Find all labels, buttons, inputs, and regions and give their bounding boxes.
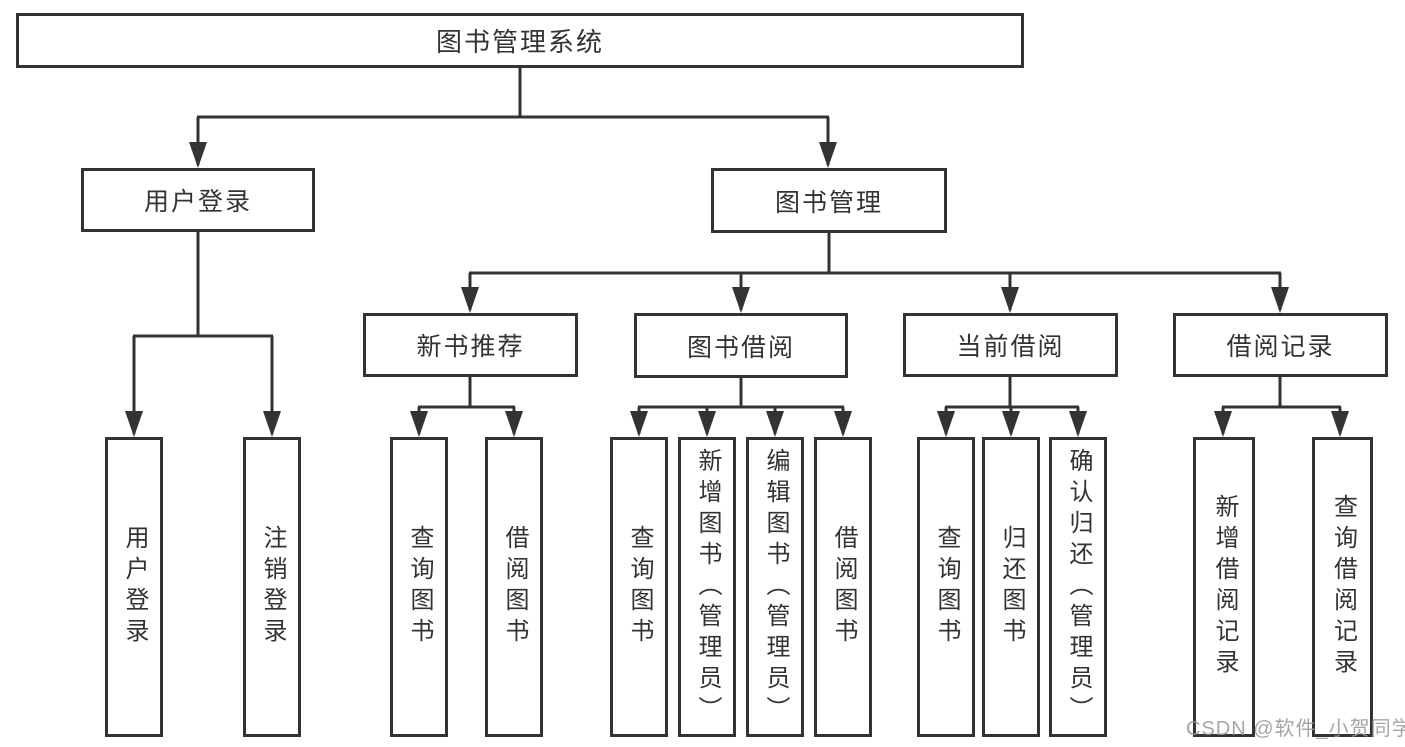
node-label: 新增借阅记录 — [1211, 494, 1238, 680]
node-label: 图书管理 — [774, 188, 883, 217]
node-label: 借阅图书 — [830, 525, 857, 649]
leaf-add-borrow-record: 新增借阅记录 — [1193, 437, 1255, 737]
leaf-user-login: 用户登录 — [105, 437, 163, 737]
leaf-query-books-recommend: 查询图书 — [390, 437, 448, 737]
connector-records-to-leaves — [1221, 377, 1342, 434]
node-label: 查询图书 — [626, 525, 653, 649]
node-label: 确认归还（管理员） — [1065, 447, 1092, 727]
leaf-confirm-return-admin: 确认归还（管理员） — [1049, 437, 1107, 737]
node-label: 新增图书（管理员） — [694, 447, 721, 727]
node-book-management-branch: 图书管理 — [711, 168, 947, 233]
node-label: 归还图书 — [998, 525, 1025, 649]
node-book-borrowing: 图书借阅 — [634, 313, 848, 378]
node-label: 图书借阅 — [686, 333, 795, 362]
connector-current-to-leaves — [944, 377, 1080, 434]
leaf-query-borrow-record: 查询借阅记录 — [1312, 437, 1373, 737]
leaf-query-books-borrowing: 查询图书 — [610, 437, 668, 737]
connector-borrowing-to-leaves — [637, 378, 845, 434]
leaf-logout: 注销登录 — [243, 437, 301, 737]
node-label: 借阅图书 — [501, 525, 528, 649]
node-current-borrowing: 当前借阅 — [903, 313, 1118, 377]
node-label: 借阅记录 — [1226, 333, 1335, 361]
connector-userlogin-to-leaves — [132, 232, 274, 434]
node-borrowing-records: 借阅记录 — [1173, 313, 1388, 377]
node-label: 查询图书 — [933, 525, 960, 649]
leaf-borrow-books-recommend: 借阅图书 — [485, 437, 543, 737]
node-label: 编辑图书（管理员） — [762, 447, 789, 727]
node-label: 查询借阅记录 — [1329, 494, 1357, 680]
connector-newbook-to-leaves — [417, 377, 516, 434]
leaf-edit-books-admin: 编辑图书（管理员） — [746, 437, 804, 737]
connector-bookmgmt-to-modules — [468, 233, 1282, 310]
node-label: 新书推荐 — [416, 333, 525, 361]
node-user-login-branch: 用户登录 — [81, 168, 315, 232]
connector-root-to-level1 — [196, 68, 830, 165]
node-label: 注销登录 — [259, 525, 286, 649]
node-label: 用户登录 — [143, 188, 252, 216]
node-label: 当前借阅 — [956, 333, 1065, 361]
node-root-system: 图书管理系统 — [16, 13, 1024, 68]
leaf-add-books-admin: 新增图书（管理员） — [678, 437, 736, 737]
node-label: 查询图书 — [406, 525, 433, 649]
leaf-query-books-current: 查询图书 — [917, 437, 975, 737]
node-label: 图书管理系统 — [435, 27, 604, 57]
leaf-return-books: 归还图书 — [982, 437, 1040, 737]
leaf-borrow-books: 借阅图书 — [814, 437, 872, 737]
node-label: 用户登录 — [121, 525, 148, 649]
node-new-book-recommend: 新书推荐 — [363, 313, 578, 377]
csdn-watermark: CSDN @软件_小贺同学 — [1186, 718, 1405, 740]
